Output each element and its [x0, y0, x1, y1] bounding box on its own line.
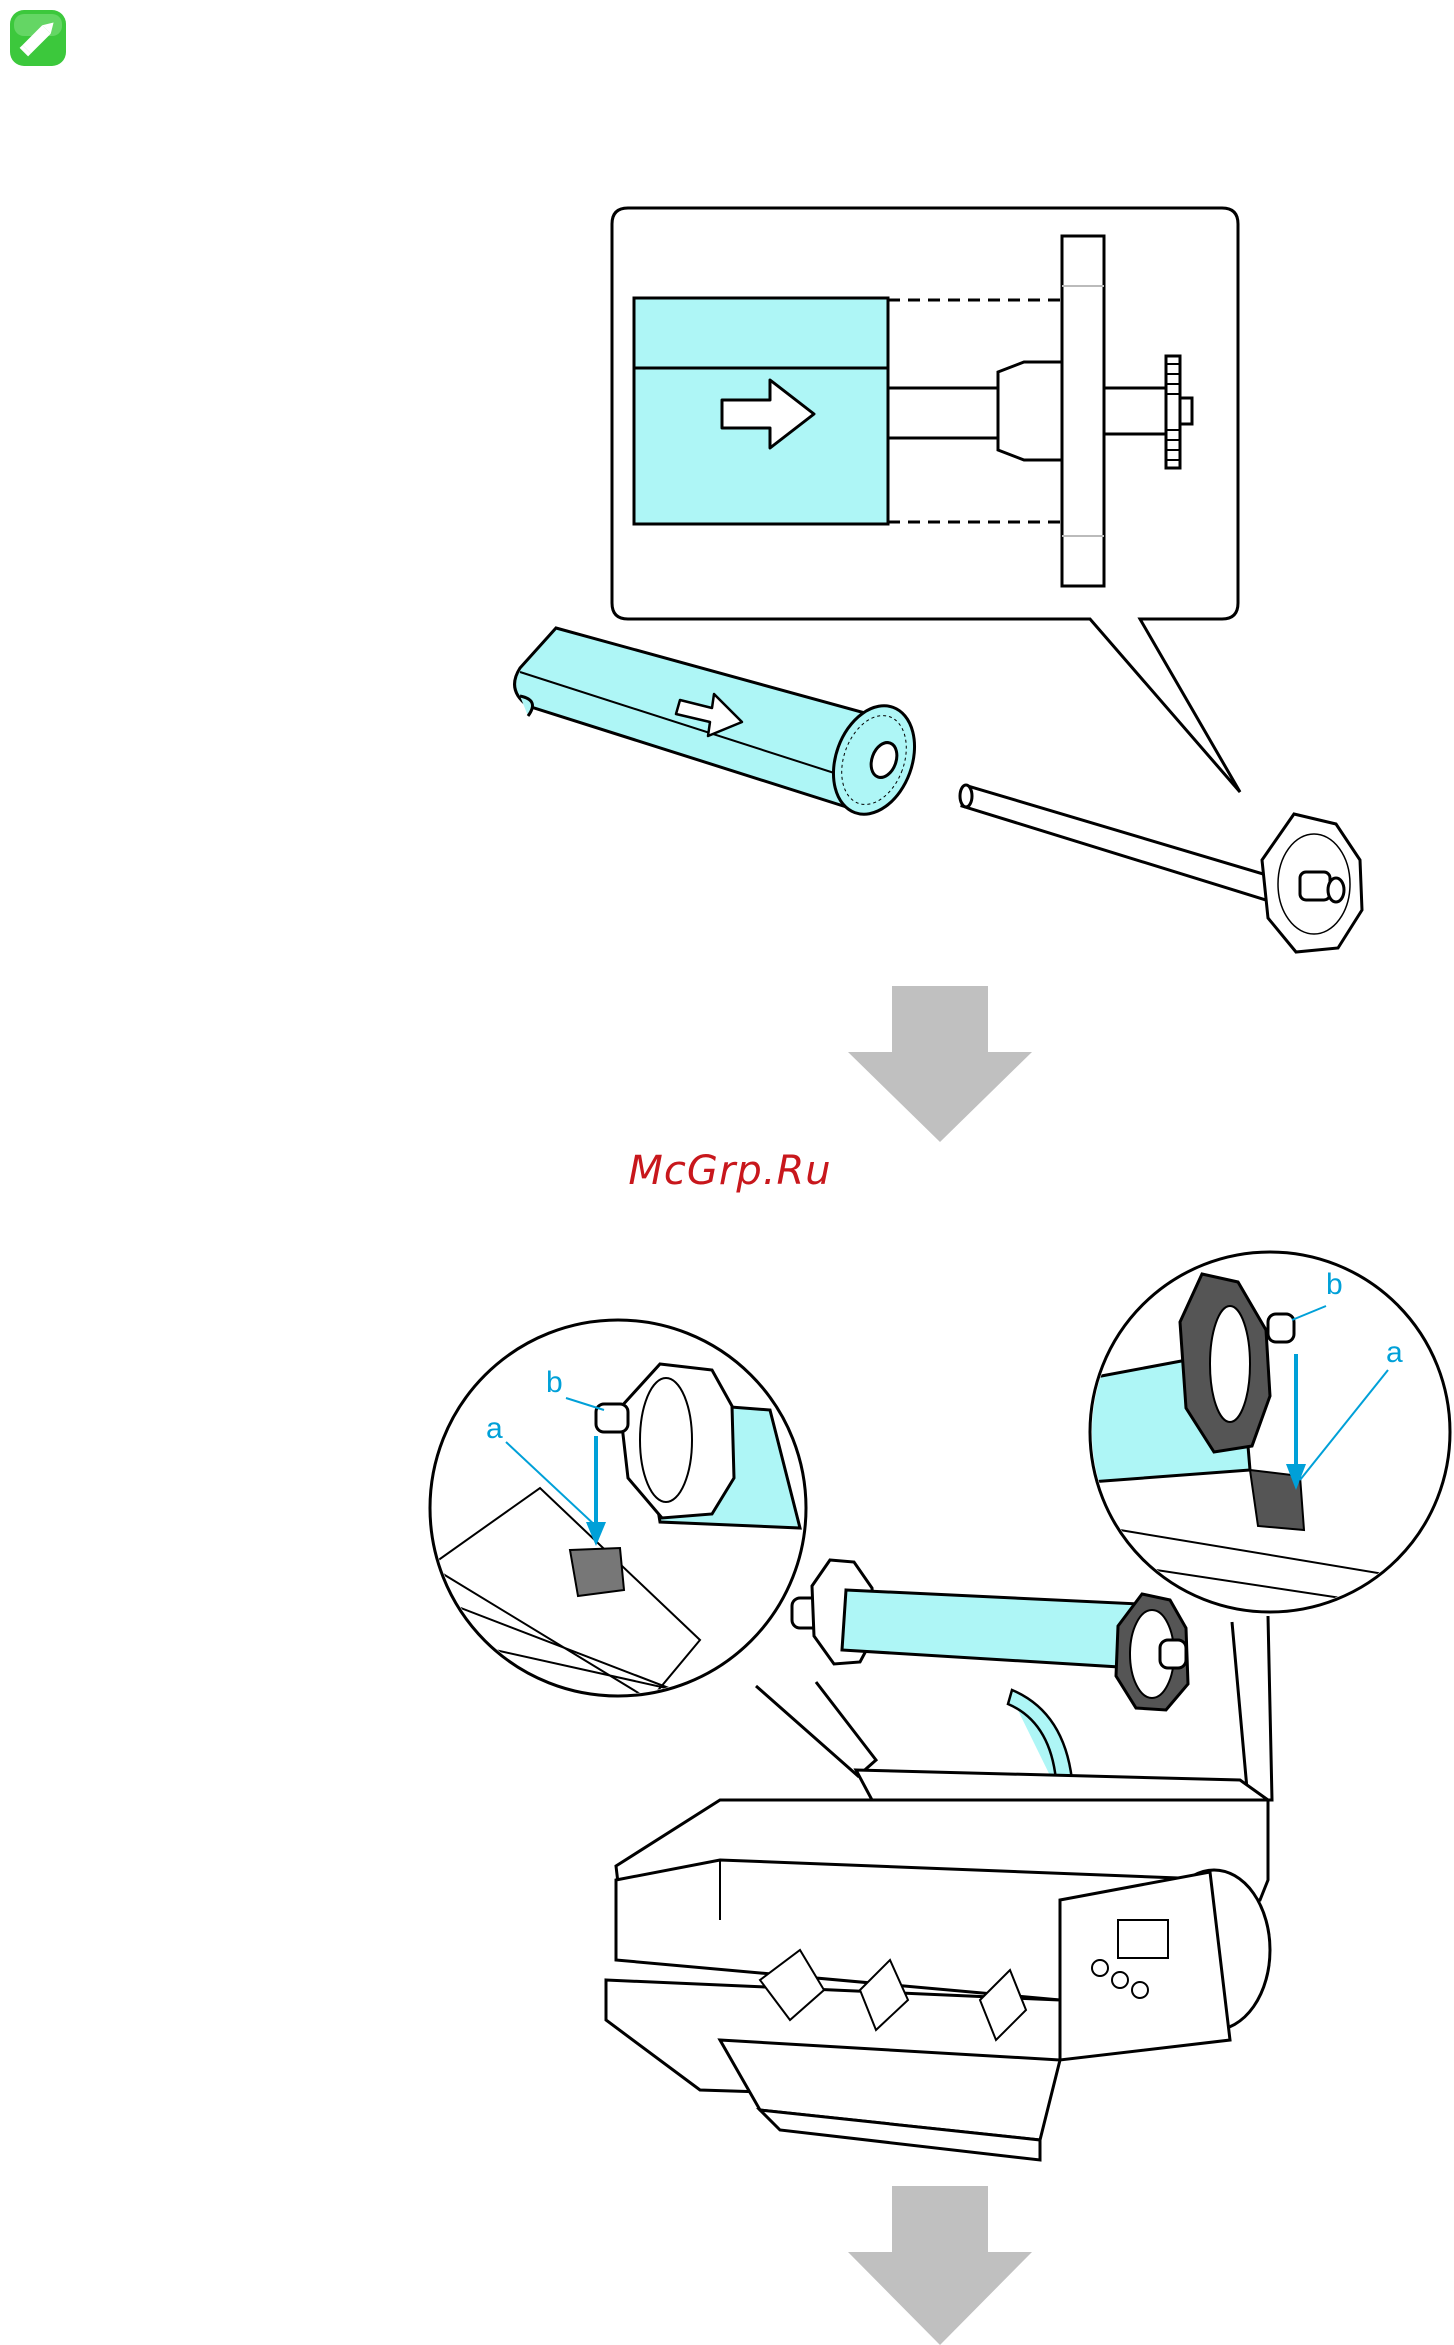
label-right-a: a	[1386, 1336, 1403, 1369]
label-right-b: b	[1326, 1268, 1343, 1301]
watermark: McGrp.Ru	[620, 1148, 840, 1194]
label-left-a: a	[486, 1412, 503, 1445]
down-arrow-icon-2	[848, 2186, 1032, 2345]
roll-holder-insertion-illustration	[0, 0, 1454, 1000]
label-left-b: b	[546, 1366, 563, 1399]
